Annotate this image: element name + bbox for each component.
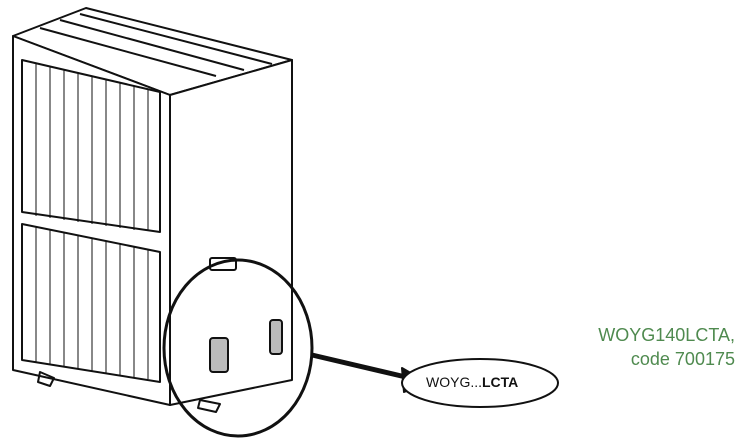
callout-arrow xyxy=(311,352,411,381)
model-caption-line2: code 700175 xyxy=(630,349,735,369)
callout-model-code: WOYG...LCTA xyxy=(426,374,518,390)
callout-model-prefix: WOYG... xyxy=(426,374,482,390)
model-caption: WOYG140LCTA, code 700175 xyxy=(598,323,735,371)
side-handle xyxy=(209,257,237,271)
unit-side-face xyxy=(169,59,293,406)
callout-ellipse xyxy=(401,358,559,408)
unit-foot-left xyxy=(37,371,55,387)
label-plate-left xyxy=(209,337,229,373)
upper-fan-grille xyxy=(21,59,161,233)
callout-model-suffix: LCTA xyxy=(482,374,519,390)
unit-foot-right xyxy=(197,399,221,413)
model-caption-line1: WOYG140LCTA, xyxy=(598,325,735,345)
magnifier-circle xyxy=(162,258,314,438)
label-plate-right xyxy=(269,319,283,355)
lower-fan-grille xyxy=(21,223,161,383)
